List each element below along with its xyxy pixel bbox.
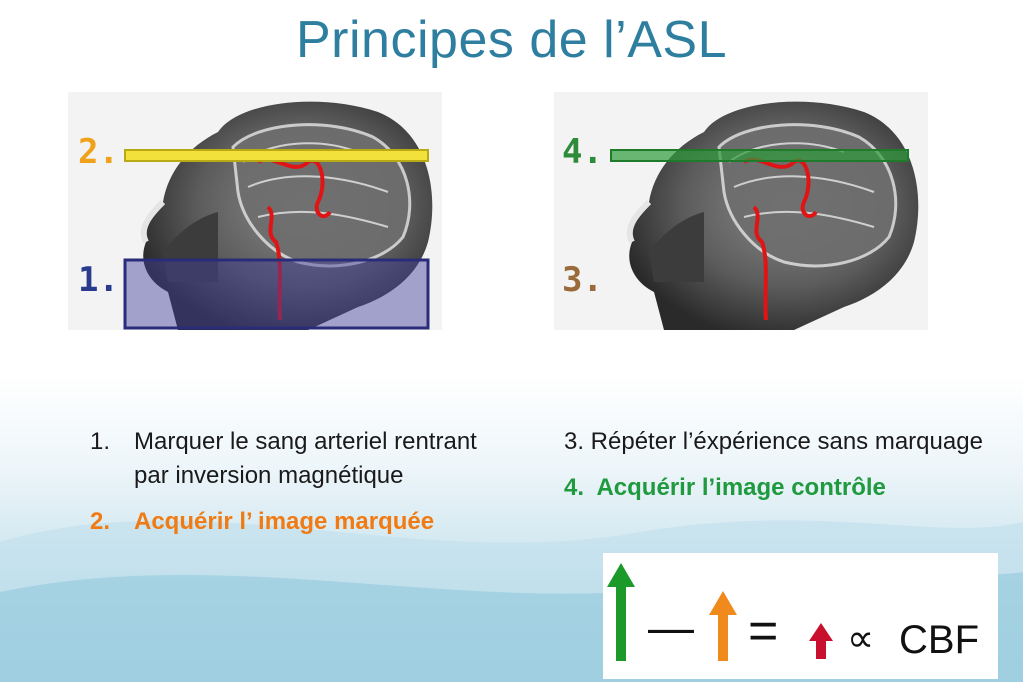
equals-sign: =: [748, 602, 778, 660]
list-item-4: 4. Acquérir l’image contrôle: [564, 471, 984, 505]
cbf-label: CBF: [899, 618, 979, 662]
list-item-1: 1. Marquer le sang arteriel rentrant par …: [90, 425, 490, 493]
green-arrow-up-icon: [607, 563, 635, 661]
orange-arrow-up-icon: [709, 591, 737, 661]
mri-head-illustration: [123, 101, 433, 330]
list-item-4-text: Acquérir l’image contrôle: [596, 474, 886, 501]
cbf-formula: — = ∝ CBF: [607, 563, 979, 662]
minus-sign: —: [648, 601, 694, 653]
list-item-2-number: 2.: [90, 508, 111, 535]
mri-image-labeled: [68, 92, 442, 330]
labeling-band-top: [124, 149, 429, 162]
mri-head-illustration: [610, 101, 919, 330]
proportional-sign: ∝: [847, 616, 874, 660]
step-label-2: 2.: [78, 132, 119, 172]
step-label-3: 3.: [562, 260, 603, 300]
labeling-box-bottom: [123, 258, 430, 330]
slide-title: Principes de l’ASL: [296, 11, 727, 69]
control-band-top: [610, 149, 909, 162]
right-text-block: 3. Répéter l’éxpérience sans marquage 4.…: [564, 425, 984, 505]
list-item-4-number: 4.: [564, 474, 585, 501]
list-item-2-text: Acquérir l’ image marquée: [134, 508, 435, 535]
left-text-block: 1. Marquer le sang arteriel rentrant par …: [90, 425, 490, 539]
list-item-2: 2. Acquérir l’ image marquée: [90, 505, 490, 539]
list-item-1-number: 1.: [90, 428, 111, 455]
list-item-1-text: Marquer le sang arteriel rentrant par in…: [134, 428, 477, 489]
list-item-3: 3. Répéter l’éxpérience sans marquage: [564, 428, 983, 455]
step-label-1: 1.: [78, 260, 119, 300]
cbf-formula-box: — = ∝ CBF: [603, 553, 998, 679]
red-arrow-up-icon: [809, 623, 833, 659]
step-label-4: 4.: [562, 132, 603, 172]
mri-image-control: [554, 92, 928, 330]
